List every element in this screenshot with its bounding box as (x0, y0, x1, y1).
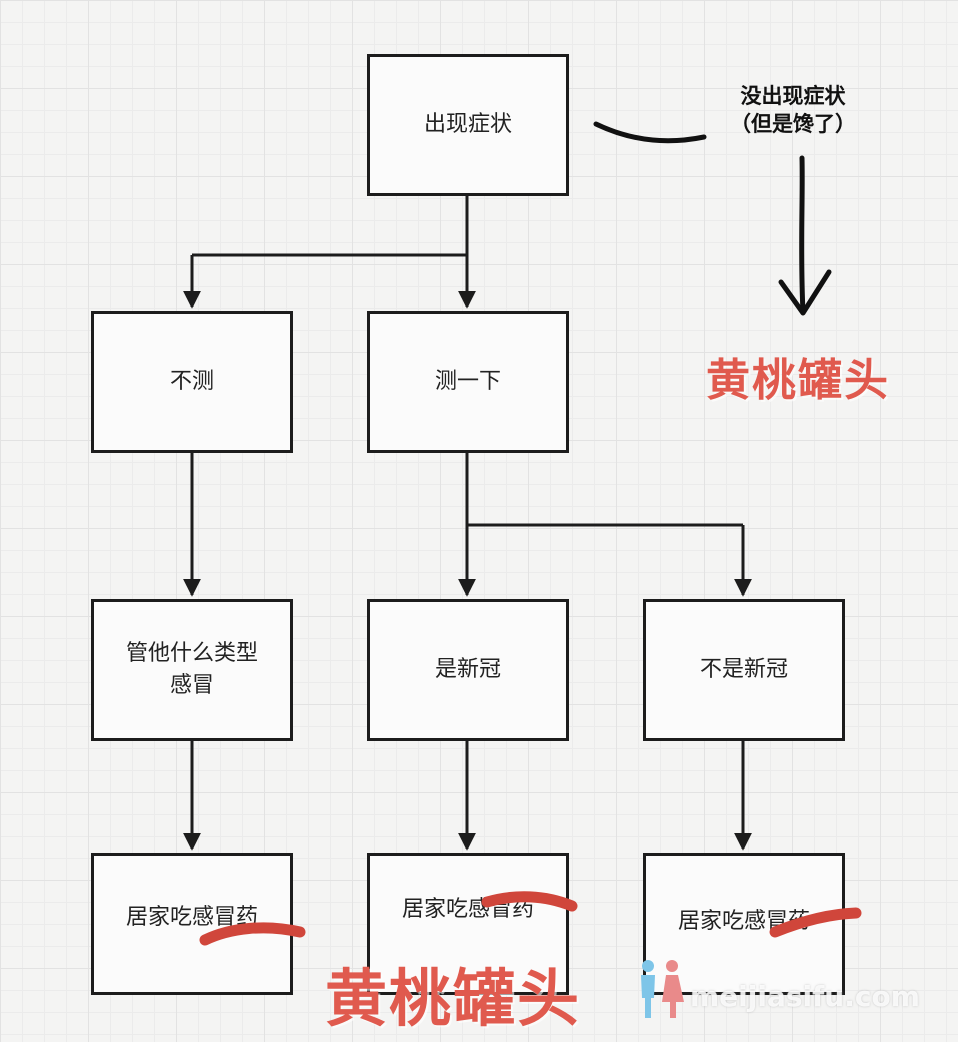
annotation-line2: （但是馋了） (730, 112, 856, 137)
node-not-covid: 不是新冠 (643, 599, 845, 741)
strike-medicine-2 (481, 891, 578, 912)
node-is-covid: 是新冠 (367, 599, 569, 741)
node-no-test: 不测 (91, 311, 293, 453)
strike-medicine-3 (769, 907, 862, 938)
site-watermark: meijiasifu.com (690, 980, 920, 1013)
node-test: 测一下 (367, 311, 569, 453)
node-home-medicine-1: 居家吃感冒药 (91, 853, 293, 995)
node-test-label: 测一下 (434, 369, 501, 395)
hand-drawn-dash (593, 121, 707, 144)
node-any-cold-line1: 管他什么类型 (125, 641, 258, 667)
node-symptoms: 出现症状 (367, 54, 569, 196)
node-no-test-label: 不测 (169, 369, 214, 395)
watermark-top: 黄桃罐头 (706, 355, 890, 406)
hand-drawn-arrow-shaft (799, 155, 806, 315)
node-home-medicine-2: 居家吃感冒药 (367, 853, 569, 995)
strike-medicine-1 (199, 922, 306, 946)
node-is-covid-label: 是新冠 (434, 657, 501, 683)
node-any-cold-line2: 感冒 (169, 673, 214, 698)
node-symptoms-label: 出现症状 (423, 112, 512, 138)
people-logo-icon (641, 960, 684, 1018)
annotation-line1: 没出现症状 (740, 84, 846, 108)
hand-drawn-arrow-head (778, 269, 832, 316)
node-any-cold: 管他什么类型 感冒 (91, 599, 293, 741)
annotation-note: 没出现症状 （但是馋了） (708, 82, 878, 139)
node-not-covid-label: 不是新冠 (699, 657, 788, 683)
watermark-bottom: 黄桃罐头 (325, 962, 582, 1035)
